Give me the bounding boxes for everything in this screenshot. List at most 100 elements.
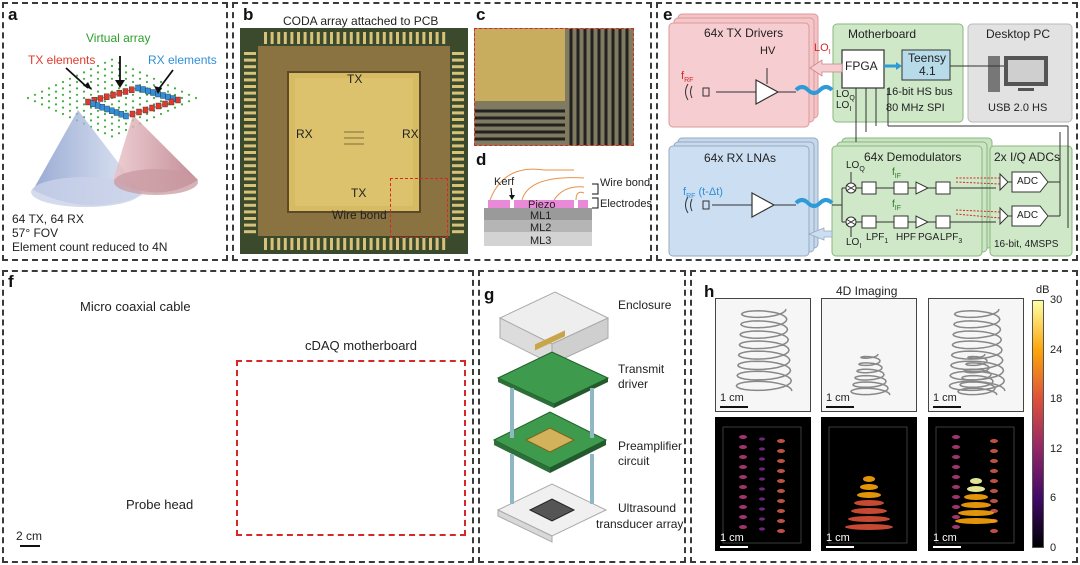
kerf-label: Kerf xyxy=(494,176,515,188)
dem-lo-i-text: LO xyxy=(846,237,860,248)
volume-render-2 xyxy=(821,417,917,551)
rx-frf-f: f xyxy=(683,186,687,198)
fov-text: 57° FOV xyxy=(12,226,59,240)
f-if-b-text: f xyxy=(892,199,895,210)
system-block-diagram xyxy=(668,13,1073,257)
spring-photo-2 xyxy=(821,298,917,412)
transmit-label: Transmit xyxy=(618,362,665,376)
desktop-pc-label: Desktop PC xyxy=(986,27,1051,41)
adc1-label: ADC xyxy=(1017,176,1039,187)
lpf1-text: LPF xyxy=(866,232,885,243)
panel-b xyxy=(232,2,652,261)
array-diagram xyxy=(26,56,198,207)
colorbar-tick-6: 6 xyxy=(1050,492,1057,505)
virtual-array-label: Virtual array xyxy=(86,31,151,45)
piezo-label: Piezo xyxy=(528,199,556,211)
tx-lo-i-sub: I xyxy=(828,49,831,57)
driver-label: driver xyxy=(618,377,649,391)
tx-top-label: TX xyxy=(347,72,363,86)
rx-right-label: RX xyxy=(402,127,419,141)
f-if-a-label: fIF xyxy=(892,167,901,180)
zoom-box xyxy=(390,178,448,238)
rx-lnas-label: 64x RX LNAs xyxy=(704,151,777,165)
circuit-label: circuit xyxy=(618,454,650,468)
scale-bar-6 xyxy=(933,546,961,548)
preamplifier-label: Preamplifier xyxy=(618,439,683,453)
dem-lo-q-label: LOQ xyxy=(846,160,865,173)
panel-g-label: g xyxy=(484,285,495,304)
wire-bond-label-d: Wire bond xyxy=(600,177,651,189)
scale-2cm-label: 2 cm xyxy=(16,529,43,543)
rx-elements-label: RX elements xyxy=(148,53,217,67)
rx-frf-label: fRF (t-Δt) xyxy=(683,186,723,200)
micro-coaxial-cable-label: Micro coaxial cable xyxy=(80,299,191,314)
panel-c-label: c xyxy=(476,5,486,24)
panel-g xyxy=(478,270,686,563)
cdaq-motherboard-label: cDAQ motherboard xyxy=(305,338,417,353)
wire-bond-label-b: Wire bond xyxy=(332,208,387,222)
panel-b-label: b xyxy=(243,5,254,24)
motherboard-label: Motherboard xyxy=(848,27,917,41)
lpf3-sub: 3 xyxy=(958,238,963,245)
element-count-text: Element count reduced to 4N xyxy=(12,240,168,254)
scale-bar-4 xyxy=(720,546,748,548)
colorbar-tick-18: 18 xyxy=(1050,393,1063,406)
colorbar-tick-12: 12 xyxy=(1050,442,1063,455)
pga-label: PGA xyxy=(918,232,940,243)
scale-bar-f xyxy=(20,545,40,547)
f-if-a-text: f xyxy=(892,167,895,178)
panel-a xyxy=(2,2,228,261)
transducer-stack-diagram xyxy=(484,168,599,246)
motherboard-highlight-box xyxy=(236,360,466,536)
scale-label-2: 1 cm xyxy=(826,392,850,404)
spring-photo-1 xyxy=(715,298,811,412)
wire-bond-closeup-photo xyxy=(474,28,634,146)
colorbar xyxy=(1032,300,1044,548)
lpf1-label: LPF1 xyxy=(866,232,888,245)
dem-lo-i-sub: I xyxy=(859,243,862,250)
scale-label-1: 1 cm xyxy=(720,392,744,404)
teensy-label: Teensy xyxy=(908,51,947,65)
teensy-version: 4.1 xyxy=(919,64,936,78)
lpf1-sub: 1 xyxy=(884,238,889,245)
tx-frf-f: f xyxy=(681,70,685,82)
colorbar-tick-30: 30 xyxy=(1050,294,1063,306)
lo-i-sub: I xyxy=(849,106,852,113)
colorbar-tick-24: 24 xyxy=(1050,343,1063,356)
4d-imaging-title: 4D Imaging xyxy=(836,284,898,298)
adc-spec-label: 16-bit, 4MSPS xyxy=(994,239,1059,250)
hv-label: HV xyxy=(760,45,776,57)
tx-rx-count: 64 TX, 64 RX xyxy=(12,212,84,226)
scale-bar-3 xyxy=(933,406,961,408)
panel-f-label: f xyxy=(8,272,14,291)
dem-lo-q-text: LO xyxy=(846,160,860,171)
lo-i-label: LOI xyxy=(836,100,851,113)
panel-e xyxy=(656,2,1078,261)
panel-a-label: a xyxy=(8,5,18,24)
coda-array-photo xyxy=(240,28,468,254)
ultrasound-label: Ultrasound xyxy=(618,501,677,515)
rx-frf-sub: RF xyxy=(686,193,696,201)
tx-lo-i-text: LO xyxy=(814,42,829,54)
hs-bus-label: 16-bit HS bus xyxy=(886,86,953,98)
adc2-label: ADC xyxy=(1017,210,1039,221)
scale-label-5: 1 cm xyxy=(826,532,850,544)
hpf-label: HPF xyxy=(896,232,916,243)
exploded-view-diagram xyxy=(492,291,610,543)
probe-head-label: Probe head xyxy=(126,497,194,512)
scale-label-4: 1 cm xyxy=(720,532,744,544)
dem-lo-i-label: LOI xyxy=(846,237,861,250)
demodulators-label: 64x Demodulators xyxy=(864,150,962,164)
lo-i-text: LO xyxy=(836,100,850,111)
fpga-label: FPGA xyxy=(845,59,878,73)
lo-q-label: LOQ xyxy=(836,89,855,102)
tx-drivers-label: 64x TX Drivers xyxy=(704,26,784,40)
electrodes-label: Electrodes xyxy=(600,198,652,210)
colorbar-tick-0: 0 xyxy=(1050,542,1057,554)
rx-frf-dt: (t-Δt) xyxy=(698,186,723,198)
coda-array-title: CODA array attached to PCB xyxy=(283,14,439,28)
panel-d-label: d xyxy=(476,150,487,169)
scale-label-6: 1 cm xyxy=(933,532,957,544)
ml3-label: ML3 xyxy=(530,235,552,247)
lo-q-text: LO xyxy=(836,89,850,100)
